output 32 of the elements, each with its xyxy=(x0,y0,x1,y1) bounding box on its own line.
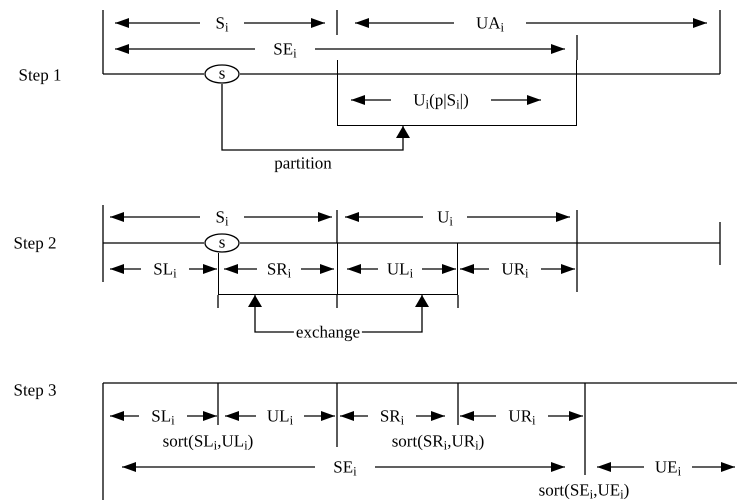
dimension-label: SL$_{i}$ xyxy=(150,408,176,424)
step-label: Step 3 xyxy=(12,382,58,398)
step-label: Step 2 xyxy=(12,234,58,252)
segment-bracket xyxy=(337,243,458,295)
dimension-label: UE$_{i}$ xyxy=(654,458,682,476)
pivot-label: s xyxy=(218,234,226,250)
pivot-ellipse xyxy=(204,64,240,84)
dimension-label: UR$_{i}$ xyxy=(507,408,537,424)
edge-label: exchange xyxy=(294,324,362,340)
segment-label: UL$_{i}$ xyxy=(386,260,414,278)
pivot-label: s xyxy=(218,64,226,82)
segment-label: U$_{i}$(p|S$_{i}$|) xyxy=(412,92,470,108)
dimension-label: SE$_{i}$ xyxy=(272,40,298,58)
operation-label: sort(SR$_{i}$,UR$_{i}$) xyxy=(390,432,486,450)
operation-label: sort(SE$_{i}$,UE$_{i}$) xyxy=(538,482,630,498)
dimension-label: SL$_{i}$ xyxy=(152,260,178,278)
pivot-ellipse xyxy=(204,233,240,253)
connector-arrow xyxy=(221,84,410,151)
dimension-label: UR$_{i}$ xyxy=(500,260,530,278)
dimension-label: SR$_{i}$ xyxy=(378,408,406,424)
edge-label: partition xyxy=(273,154,333,172)
segment-label: SR$_{i}$ xyxy=(266,260,292,278)
dimension-label: U$_{i}$ xyxy=(436,208,454,226)
dimension-label: UA$_{i}$ xyxy=(474,14,506,32)
step-label: Step 1 xyxy=(18,66,62,84)
dimension-label: S$_{i}$ xyxy=(214,208,230,226)
dimension-label: SE$_{i}$ xyxy=(332,458,358,476)
dimension-label: S$_{i}$ xyxy=(214,14,230,32)
segment-bracket xyxy=(337,60,577,126)
dimension-label: UL$_{i}$ xyxy=(266,408,294,424)
operation-label: sort(SL$_{i}$,UL$_{i}$) xyxy=(162,432,254,450)
segment-bracket xyxy=(218,253,337,295)
